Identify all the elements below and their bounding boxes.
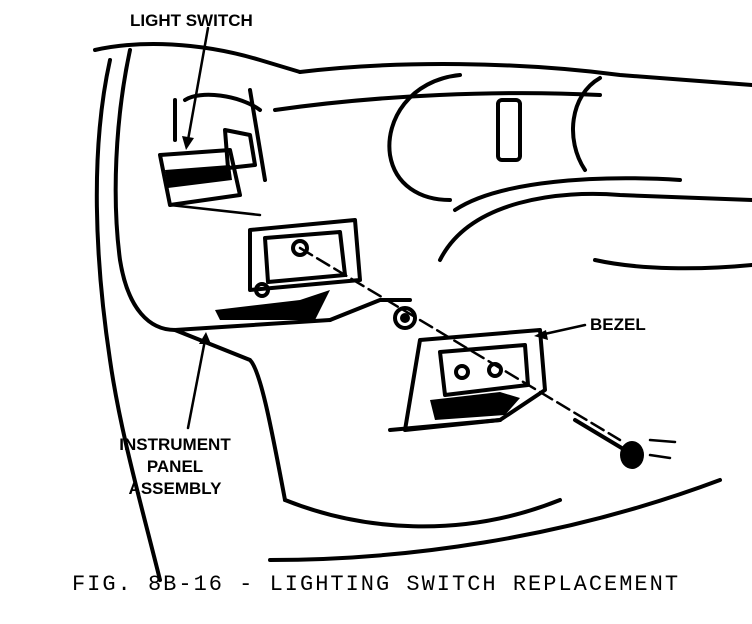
instrument-panel-label-line2: PANEL (147, 457, 203, 476)
leader-lines (182, 26, 587, 430)
light-switch-assembly (158, 92, 262, 217)
bezel (388, 328, 547, 432)
figure-caption: FIG. 8B-16 - LIGHTING SWITCH REPLACEMENT (71, 572, 681, 597)
switch-knob (573, 418, 677, 469)
bezel-label: BEZEL (590, 315, 646, 334)
dashboard-outline (93, 42, 752, 582)
gauge-pods (387, 73, 752, 271)
instrument-panel-label-line3: ASSEMBLY (129, 479, 223, 498)
instrument-panel-label-line1: INSTRUMENT (119, 435, 231, 454)
retaining-nut (298, 246, 622, 442)
switch-opening (215, 218, 412, 322)
light-switch-label: LIGHT SWITCH (130, 11, 253, 30)
